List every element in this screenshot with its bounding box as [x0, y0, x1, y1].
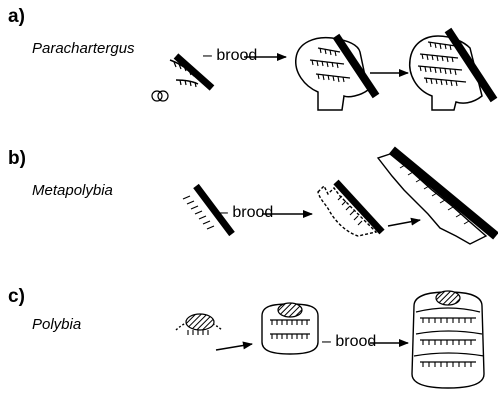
genus-label-metapolybia: Metapolybia — [32, 182, 113, 199]
polybia-stage1 — [176, 314, 222, 335]
hatched-cap — [436, 291, 460, 305]
brood-text: brood — [335, 333, 376, 350]
panel-label-b: b) — [8, 148, 26, 170]
metapolybia-stage2 — [318, 182, 382, 236]
parachartergus-stage3 — [410, 30, 494, 110]
genus-label-parachartergus: Parachartergus — [32, 40, 135, 57]
nest-envelope — [378, 154, 486, 244]
hatched-cap — [278, 303, 302, 317]
parachartergus-stage2 — [296, 36, 376, 110]
arrow — [388, 220, 420, 226]
hatched-cap — [186, 314, 214, 330]
panel-label-c: c) — [8, 286, 25, 308]
polybia-stage2 — [262, 303, 318, 354]
brood-text: brood — [232, 204, 273, 221]
egg-symbol — [152, 91, 168, 101]
genus-label-polybia: Polybia — [32, 316, 81, 333]
brood-text: brood — [216, 47, 257, 64]
stage-label-brood-a: – brood — [203, 47, 257, 65]
stage-label-brood-b: – brood — [219, 204, 273, 222]
polybia-stage3 — [412, 291, 484, 388]
arrow — [216, 344, 252, 350]
panel-b-diagram — [183, 150, 496, 244]
panel-label-a: a) — [8, 6, 25, 28]
stage-label-brood-c: – brood — [322, 333, 376, 351]
metapolybia-stage3 — [378, 150, 496, 244]
panel-a-diagram — [152, 30, 494, 110]
